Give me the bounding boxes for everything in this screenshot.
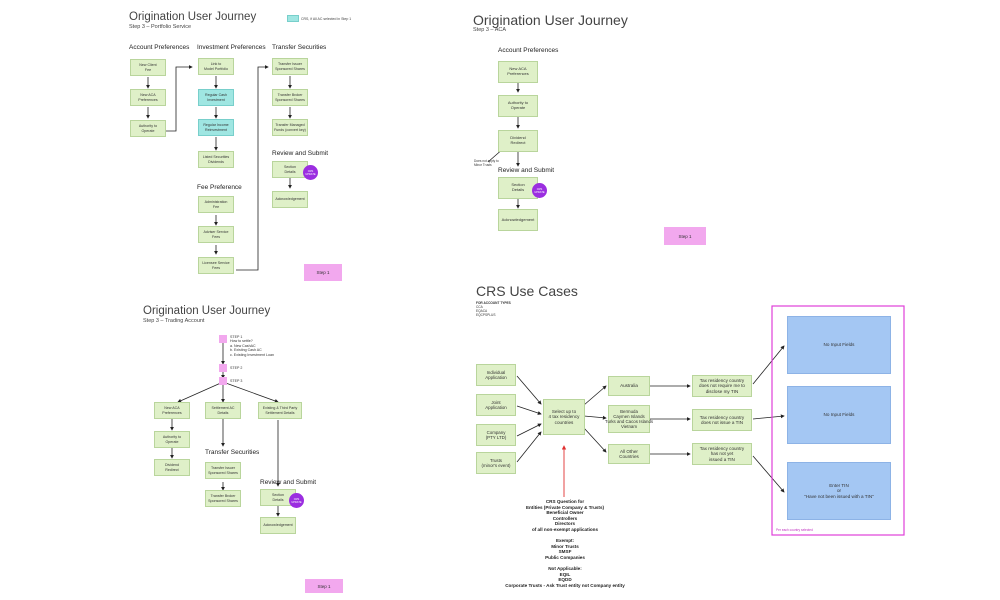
p1-box-transfer-issuer: Transfer Issuer Sponsored Shares — [272, 58, 308, 75]
p3-box-new-aca-preferences: New ACA Preferences — [154, 402, 190, 419]
p1-subtitle: Step 3 – Portfolio Service — [129, 24, 192, 30]
p3-step2-text: STEP 2 — [230, 366, 243, 370]
p3-box-authority-to-operate: Authority to Operate — [154, 431, 190, 448]
p3-box-section-details: Section Details — [260, 489, 296, 506]
p3-box-transfer-issuer: Transfer Issuer Sponsored Shares — [205, 462, 241, 479]
p4-tax-no-disclose: Tax residency country does not require m… — [692, 375, 752, 397]
p3-title: Origination User Journey — [143, 305, 271, 317]
p2-subtitle: Step 3 – ACA — [473, 27, 507, 33]
p4-output-no-input-2: No Input Fields — [787, 386, 891, 444]
p3-crs-update-badge: CRS UPDATE — [289, 493, 304, 508]
p4-crs-question: CRS Question for Entities (Private Compa… — [505, 499, 625, 588]
p1-box-new-aca-preferences: New ACA Preferences — [130, 89, 166, 106]
p4-entity-individual: Individual Application — [476, 364, 516, 386]
p2-step-label: Step 1 — [664, 227, 706, 245]
p2-box-dividend-redirect: Dividend Redirect — [498, 130, 538, 152]
p3-step1-text: STEP 1 How to settle? a. New CashAC b. E… — [230, 335, 274, 357]
p2-minor-trust-note: Does not apply to Minor Trusts — [474, 159, 499, 167]
p4-entity-company: Company (PTY LTD) — [476, 424, 516, 446]
p4-country-no-tin: Bermuda Caymen Islands Turks and Cacos I… — [605, 405, 653, 433]
p4-output-no-input-1: No Input Fields — [787, 316, 891, 374]
p3-step1-marker — [219, 335, 227, 343]
p2-box-authority-to-operate: Authority to Operate — [498, 95, 538, 117]
p1-box-listed-dividends: Listed Securities Dividends — [198, 151, 234, 168]
p2-title: Origination User Journey — [473, 12, 628, 28]
p4-account-type-1: CCA — [476, 305, 483, 309]
p3-box-dividend-redirect: Dividend Redirect — [154, 459, 190, 476]
p1-box-regular-income: Regular Income Reinvestment — [198, 119, 234, 136]
p2-box-section-details: Section Details — [498, 177, 538, 199]
p4-account-types-heading: FOR ACCOUNT TYPES — [476, 301, 511, 305]
p1-box-new-client-fee: New Client Fee — [130, 59, 166, 76]
p4-account-type-3: EQCPSPLUS — [476, 313, 496, 317]
p3-step3-marker — [219, 377, 227, 385]
p3-step2-marker — [219, 364, 227, 372]
p4-tax-no-issue: Tax residency country does not issue a T… — [692, 409, 752, 431]
p1-box-adviser-fees: Adviser Service Fees — [198, 226, 234, 243]
p3-step-label: Step 1 — [305, 579, 343, 593]
p1-section-fee: Fee Preference — [197, 184, 242, 191]
p3-box-transfer-broker: Transfer Broker Sponsored Shares — [205, 490, 241, 507]
p4-title: CRS Use Cases — [476, 283, 578, 299]
p1-legend-label: CRS, if All AC selected in Step 1 — [301, 16, 352, 21]
p4-frame-note: Per each country selected — [776, 528, 813, 532]
p3-subtitle: Step 3 – Trading Account — [143, 318, 205, 324]
p1-step-label: Step 1 — [304, 264, 342, 281]
p4-select-countries: Select up to 4 tax residency countries — [543, 399, 585, 435]
p4-country-other: All Other Countries — [608, 444, 650, 464]
p3-section-transfer: Transfer Securities — [205, 449, 260, 456]
p2-box-acknowledgement: Acknowledgement — [498, 209, 538, 231]
p1-box-regular-cash: Regular Cash Investment — [198, 89, 234, 106]
p1-box-acknowledgement: Acknowledgement — [272, 191, 308, 208]
p2-section-review: Review and Submit — [498, 167, 554, 174]
p3-box-settlement-details: Settlement AC Details — [205, 402, 241, 419]
p4-account-type-2: EQACA — [476, 309, 488, 313]
p2-section-account: Account Preferences — [498, 47, 559, 54]
p1-box-transfer-broker: Transfer Broker Sponsored Shares — [272, 89, 308, 106]
p3-box-acknowledgement: Acknowledgement — [260, 517, 296, 534]
p1-box-administration-fee: Administration Fee — [198, 196, 234, 213]
p1-title: Origination User Journey — [129, 11, 257, 23]
p2-crs-update-badge: CRS UPDATE — [532, 183, 547, 198]
p2-box-new-aca-preferences: New ACA Preferences — [498, 61, 538, 83]
p3-section-review: Review and Submit — [260, 479, 316, 486]
p4-output-enter-tin: Enter TIN or "Have not been issued with … — [787, 462, 891, 520]
p1-box-link-model-portfolio: Link to Model Portfolio — [198, 58, 234, 75]
p1-crs-update-badge: CRS UPDATE — [303, 165, 318, 180]
p1-legend: CRS, if All AC selected in Step 1 — [287, 15, 351, 22]
p4-country-australia: Australia — [608, 376, 650, 396]
p4-entity-joint: Joint Application — [476, 394, 516, 416]
p4-tax-not-yet: Tax residency country has not yet issued… — [692, 443, 752, 465]
p3-step3-text: STEP 3 — [230, 379, 243, 383]
p1-section-transfer: Transfer Securities — [272, 44, 327, 51]
teal-swatch — [287, 15, 299, 22]
p1-box-authority-to-operate: Authority to Operate — [130, 120, 166, 137]
p1-box-licensee-fees: Licensee Service Fees — [198, 257, 234, 274]
p3-box-existing-third-party: Existing & Third Party Settlement Detail… — [258, 402, 302, 419]
p1-section-investment: Investment Preferences — [197, 44, 266, 51]
p4-entity-trusts: Trusts (minor's event) — [476, 452, 516, 474]
p1-section-account: Account Preferences — [129, 44, 190, 51]
p1-section-review: Review and Submit — [272, 150, 328, 157]
p1-box-transfer-managed: Transfer Managed Funds (convert key) — [272, 119, 308, 136]
